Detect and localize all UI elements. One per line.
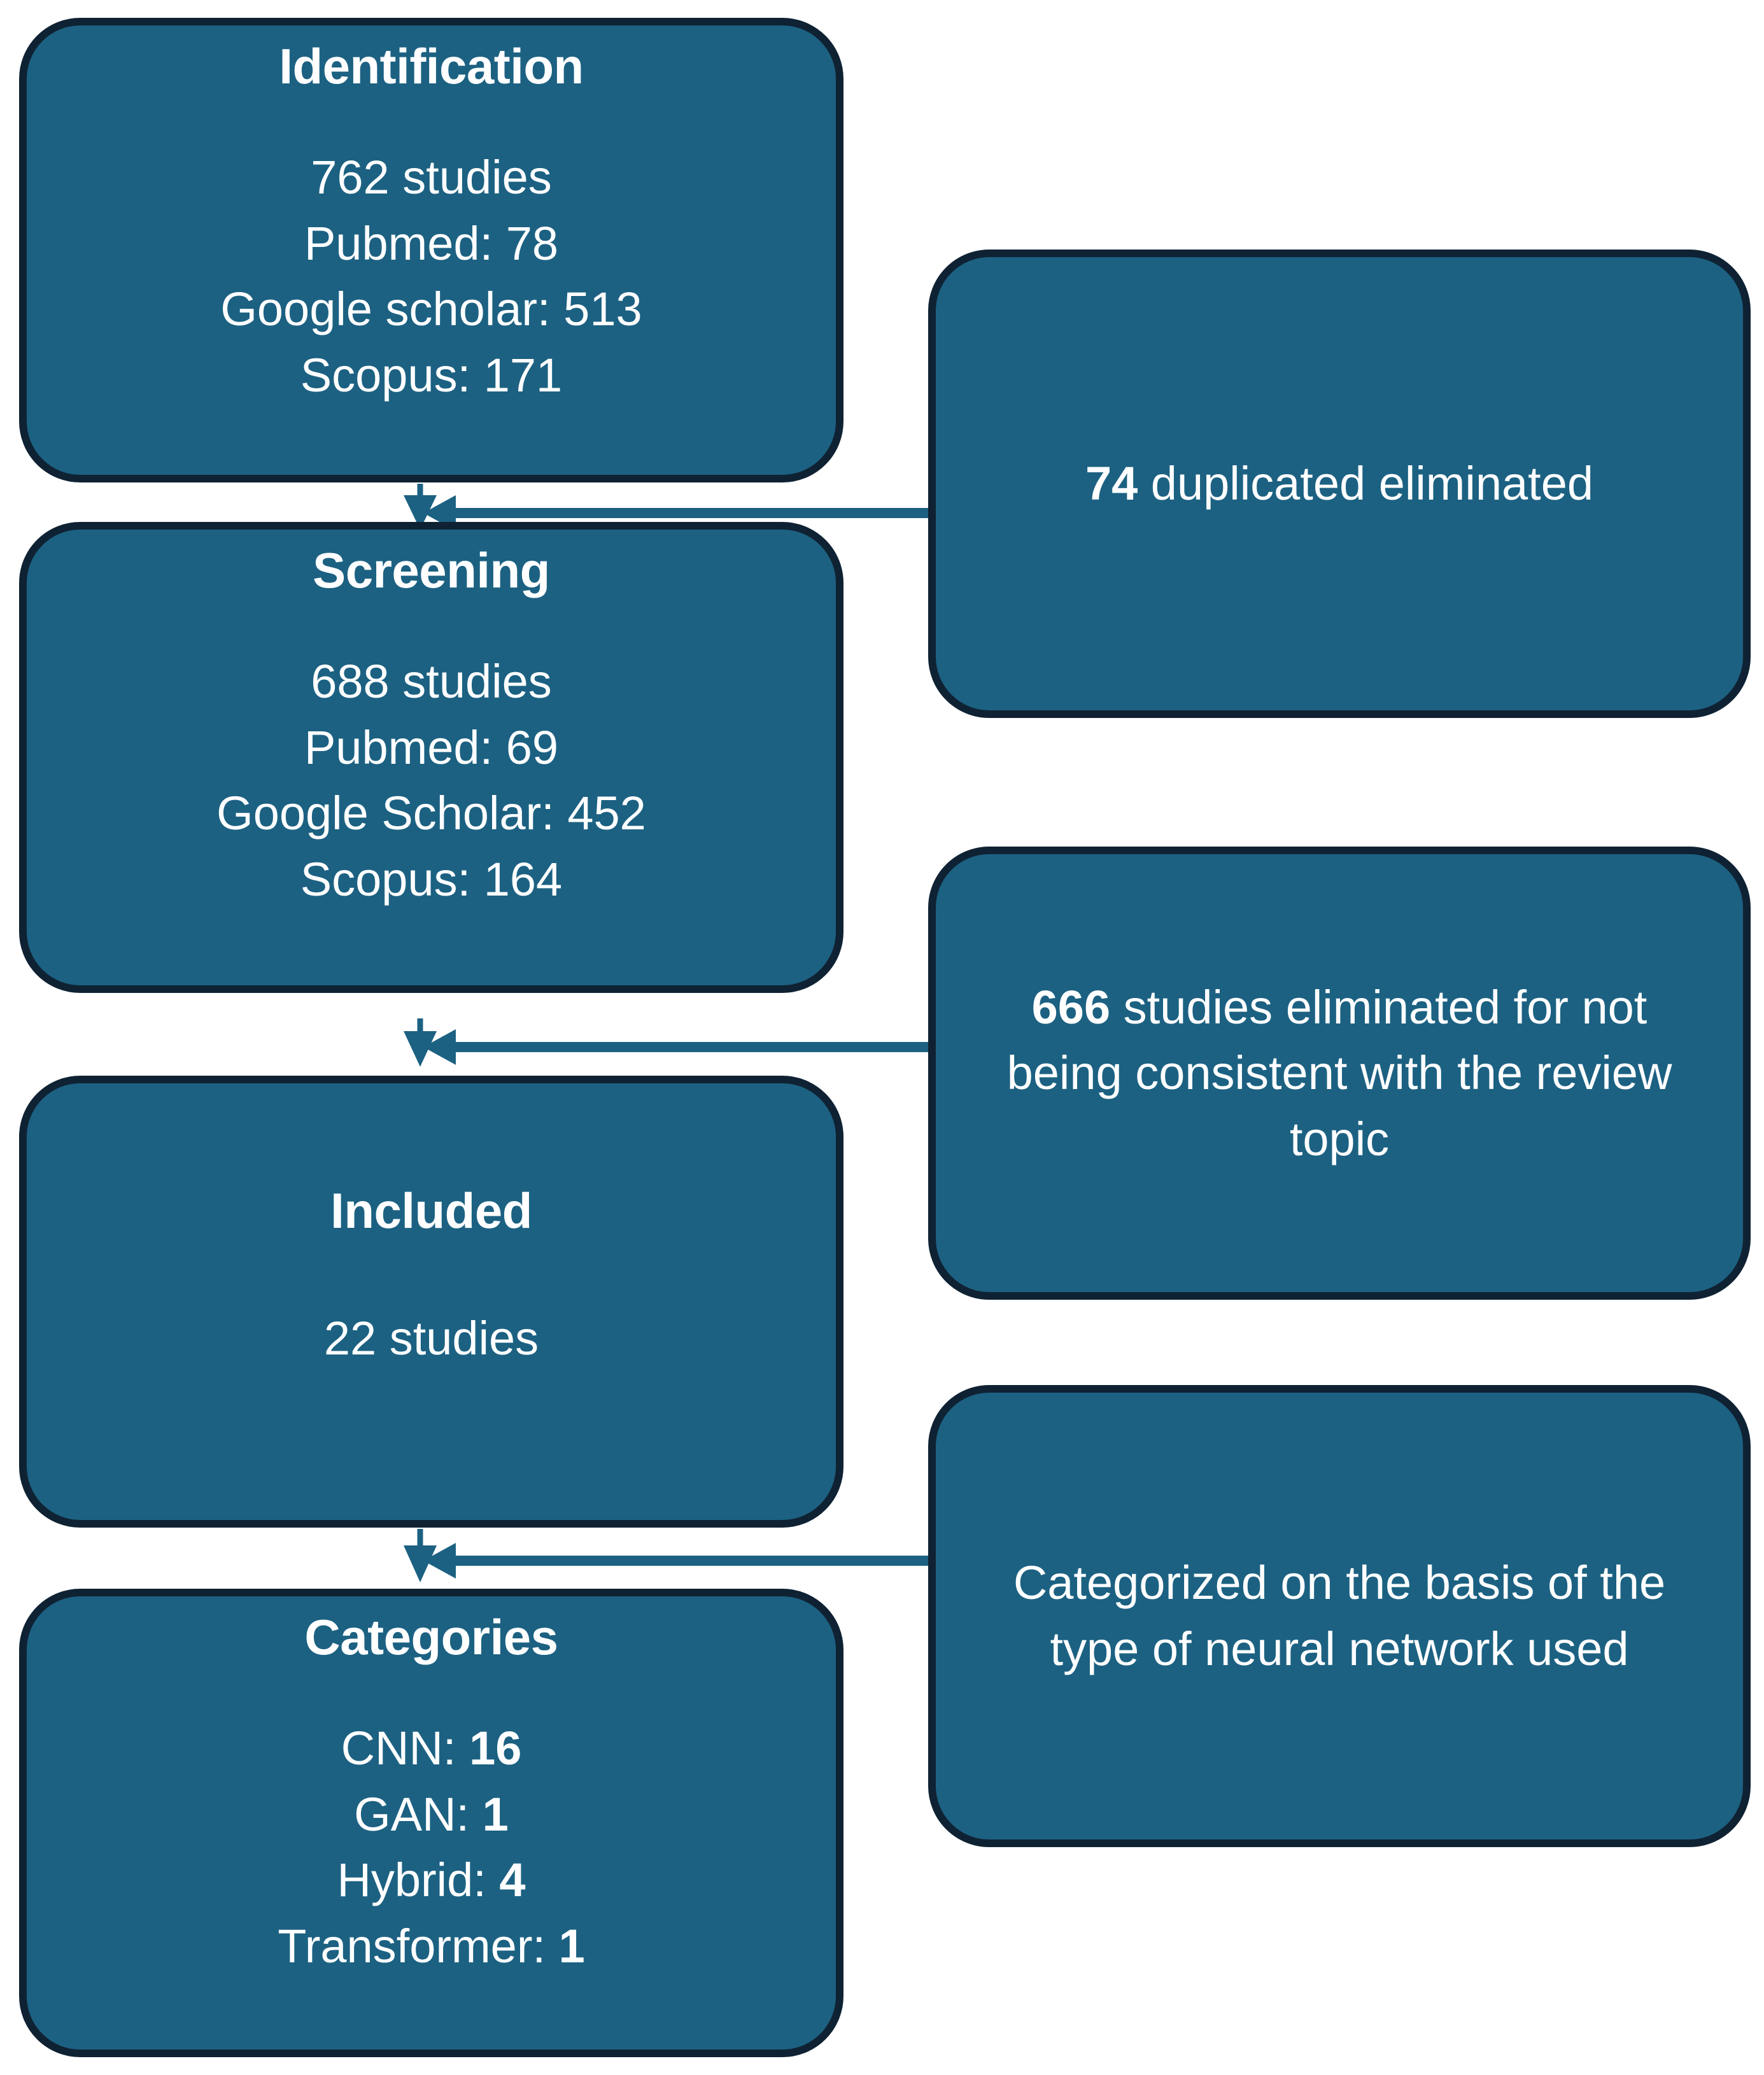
exclusion-box-duplicates: 74 duplicated eliminated (928, 250, 1751, 718)
identification-line-scopus: Scopus: 171 (300, 348, 563, 402)
identification-line-pubmed: Pubmed: 78 (304, 216, 559, 270)
included-line-total: 22 studies (323, 1311, 539, 1365)
category-label-hybrid: Hybrid: (337, 1853, 486, 1907)
duplicates-count: 74 (1085, 457, 1138, 510)
duplicates-text: 74 duplicated eliminated (1041, 451, 1638, 517)
category-label-transformer: Transformer: (278, 1919, 546, 1973)
categorization-note-text: Categorized on the basis of the type of … (1013, 1556, 1666, 1675)
note-box-categorization: Categorized on the basis of the type of … (928, 1385, 1751, 1847)
category-label-cnn: CNN: (341, 1721, 456, 1775)
identification-title: Identification (279, 38, 584, 94)
categories-lines: CNN: 16 GAN: 1 Hybrid: 4 Transformer: 1 (278, 1717, 585, 1978)
duplicates-label: duplicated eliminated (1138, 457, 1594, 510)
off-topic-count: 666 (1031, 980, 1111, 1034)
off-topic-text: 666 studies eliminated for not being con… (936, 974, 1743, 1172)
arrow-categorized-to-categories (423, 1543, 928, 1579)
category-value-hybrid: 4 (499, 1853, 526, 1907)
arrow-included-to-categories (404, 1529, 437, 1582)
included-title: Included (330, 1183, 532, 1239)
category-row-gan: GAN: 1 (354, 1783, 509, 1846)
category-value-gan: 1 (482, 1787, 509, 1841)
stage-box-identification: Identification 762 studies Pubmed: 78 Go… (19, 18, 843, 482)
off-topic-label: studies eliminated for not being consist… (1006, 980, 1672, 1165)
screening-title: Screening (313, 542, 550, 598)
categories-title: Categories (304, 1609, 558, 1665)
category-label-gan: GAN: (354, 1787, 470, 1841)
screening-lines: 688 studies Pubmed: 69 Google Scholar: 4… (216, 651, 646, 911)
category-row-cnn: CNN: 16 (341, 1717, 522, 1780)
arrow-screening-to-included (404, 1018, 437, 1067)
stage-box-included: Included 22 studies (19, 1076, 843, 1528)
screening-line-pubmed: Pubmed: 69 (304, 721, 559, 774)
stage-box-screening: Screening 688 studies Pubmed: 69 Google … (19, 522, 843, 993)
identification-line-google-scholar: Google scholar: 513 (220, 283, 642, 336)
identification-lines: 762 studies Pubmed: 78 Google scholar: 5… (220, 146, 642, 407)
category-value-cnn: 16 (469, 1721, 522, 1775)
screening-line-google-scholar: Google Scholar: 452 (216, 787, 646, 840)
category-row-hybrid: Hybrid: 4 (337, 1849, 525, 1911)
identification-line-total: 762 studies (311, 150, 552, 204)
screening-line-total: 688 studies (311, 654, 552, 708)
screening-line-scopus: Scopus: 164 (300, 852, 563, 906)
category-row-transformer: Transformer: 1 (278, 1915, 585, 1978)
category-value-transformer: 1 (558, 1919, 585, 1973)
stage-box-categories: Categories CNN: 16 GAN: 1 Hybrid: 4 Tran… (19, 1589, 843, 2057)
arrow-eliminated-to-included (423, 1029, 928, 1065)
exclusion-box-off-topic: 666 studies eliminated for not being con… (928, 847, 1751, 1300)
included-lines: 22 studies (324, 1307, 539, 1370)
